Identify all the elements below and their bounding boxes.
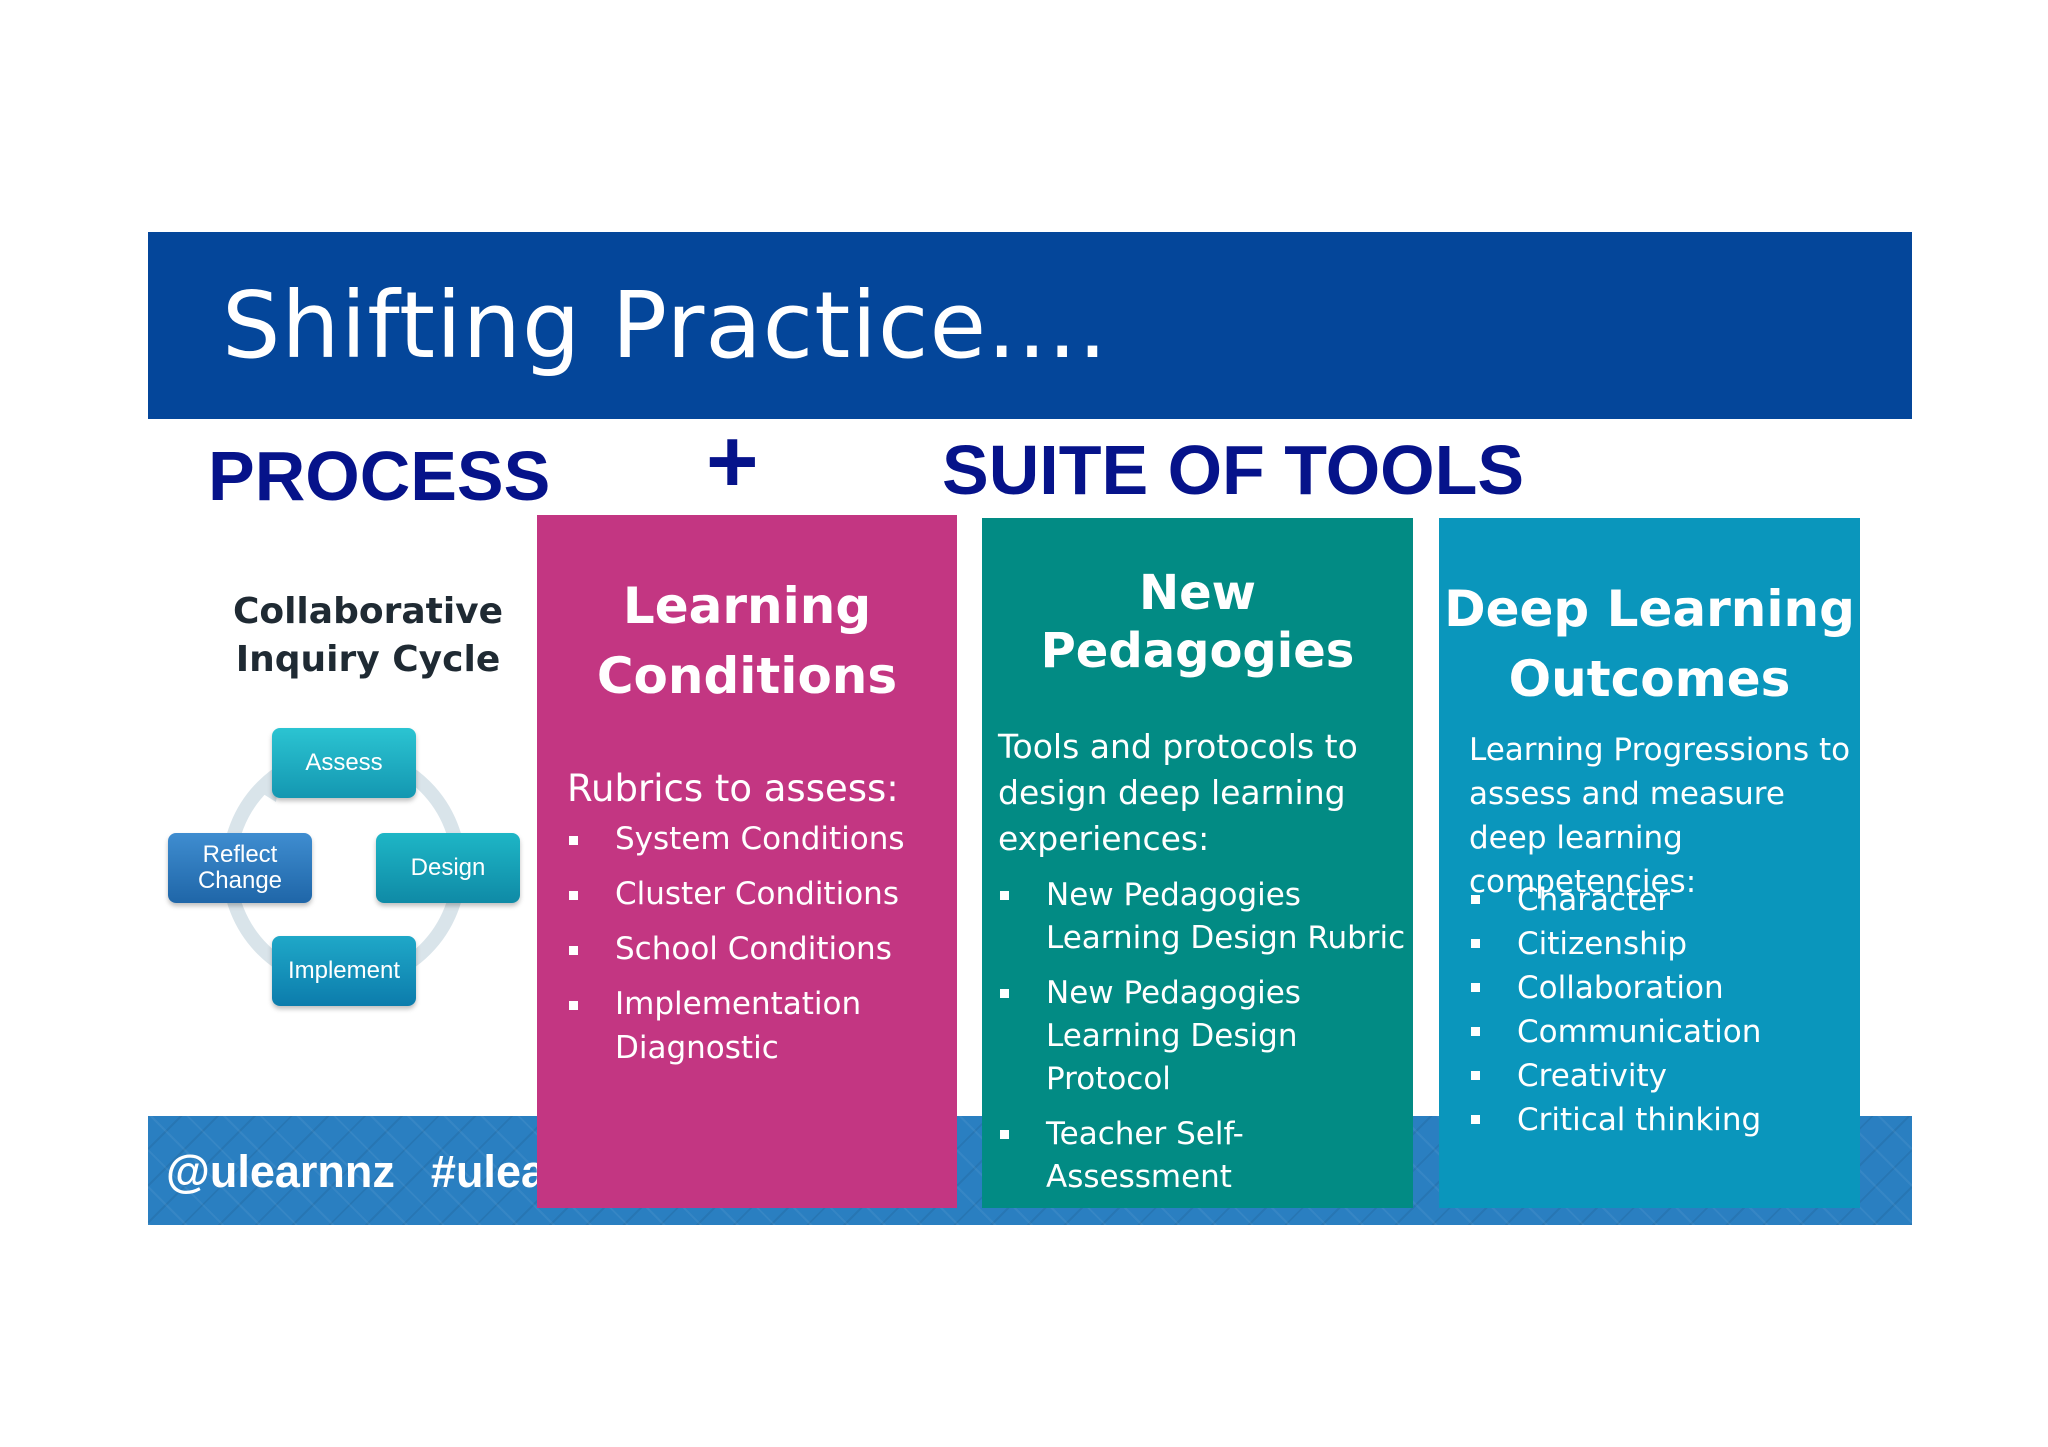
deep-learning-outcomes-list: Character Citizenship Collaboration Comm… — [1469, 878, 1849, 1142]
list-item: System Conditions — [567, 817, 952, 861]
list-item: Cluster Conditions — [567, 872, 952, 916]
list-item: Creativity — [1469, 1054, 1849, 1098]
suite-of-tools-heading: SUITE OF TOOLS — [942, 431, 1525, 509]
hashtag: #ulea — [430, 1146, 546, 1197]
deep-learning-outcomes-heading: Deep Learning Outcomes — [1444, 580, 1855, 708]
learning-conditions-heading: Learning Conditions — [596, 577, 898, 705]
list-item: Critical thinking — [1469, 1098, 1849, 1142]
process-heading: PROCESS — [208, 437, 551, 515]
slide-title: Shifting Practice.... — [222, 272, 1109, 379]
cycle-title-line1: Collaborative — [232, 591, 504, 632]
cycle-ring-arrows — [222, 746, 466, 990]
list-item: New Pedagogies Learning Design Protocol — [998, 972, 1408, 1101]
list-item: Collaboration — [1469, 966, 1849, 1010]
cycle-step-design: Design — [376, 833, 520, 903]
list-item: Character — [1469, 878, 1849, 922]
cycle-step-assess: Assess — [272, 728, 416, 798]
learning-conditions-panel: Learning Conditions Rubrics to assess: S… — [537, 515, 957, 1208]
list-item: Citizenship — [1469, 922, 1849, 966]
deep-learning-outcomes-panel: Deep Learning Outcomes Learning Progress… — [1439, 518, 1860, 1208]
twitter-handle: @ulearnnz — [166, 1146, 395, 1197]
new-pedagogies-intro: Tools and protocols to design deep learn… — [998, 727, 1358, 858]
new-pedagogies-heading: New Pedagogies — [1040, 565, 1355, 679]
list-item: Communication — [1469, 1010, 1849, 1054]
cycle-title: Collaborative Inquiry Cycle — [208, 588, 528, 684]
list-item: Teacher Self-Assessment — [998, 1113, 1408, 1199]
cycle-title-line2: Inquiry Cycle — [235, 639, 501, 680]
list-item: Implementation Diagnostic — [567, 982, 952, 1070]
new-pedagogies-panel: New Pedagogies Tools and protocols to de… — [982, 518, 1413, 1208]
slide: Shifting Practice.... PROCESS + SUITE OF… — [148, 232, 1912, 1225]
list-item: New Pedagogies Learning Design Rubric — [998, 874, 1408, 960]
learning-conditions-intro: Rubrics to assess: — [567, 767, 899, 810]
title-banner: Shifting Practice.... — [148, 232, 1912, 419]
footer-text: @ulearnnz #ulea — [166, 1142, 546, 1202]
cycle-step-reflect-change: Reflect Change — [168, 833, 312, 903]
deep-learning-outcomes-intro: Learning Progressions to assess and meas… — [1469, 732, 1851, 900]
cycle-step-implement: Implement — [272, 936, 416, 1006]
new-pedagogies-list: New Pedagogies Learning Design Rubric Ne… — [998, 874, 1408, 1211]
list-item: School Conditions — [567, 927, 952, 971]
plus-sign: + — [706, 412, 759, 512]
learning-conditions-list: System Conditions Cluster Conditions Sch… — [567, 817, 952, 1081]
